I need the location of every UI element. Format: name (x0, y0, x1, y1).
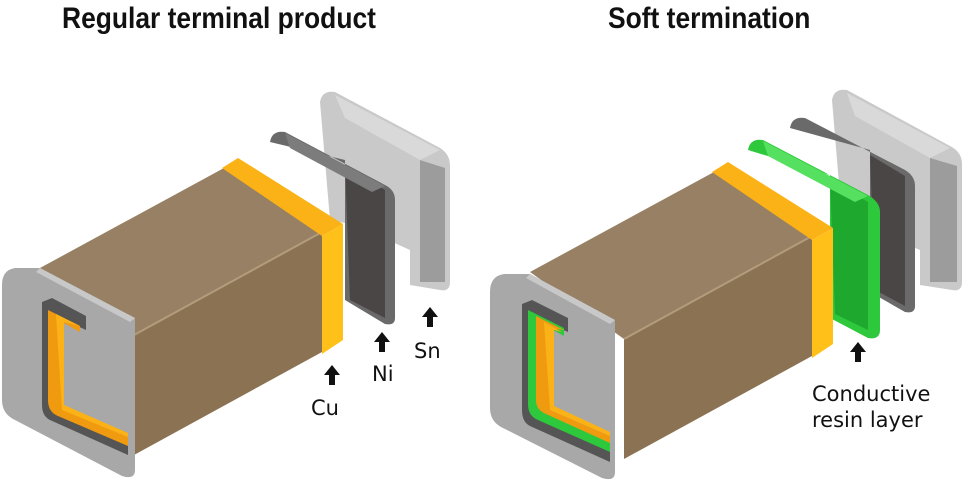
resin-arrow-icon (850, 342, 866, 362)
ceramic-body (40, 168, 323, 455)
right-end-cap (490, 274, 615, 480)
right-title: Soft termination (608, 2, 811, 35)
sn-label: Sn (414, 339, 441, 363)
soft-termination-chip (490, 89, 962, 480)
ceramic-body (530, 172, 813, 459)
ni-plate (270, 131, 395, 325)
left-title: Regular terminal product (62, 2, 376, 35)
ni-label: Ni (372, 362, 394, 386)
cu-band (712, 162, 833, 358)
resin-plate (748, 139, 880, 339)
resin-label-line1: Conductive (812, 382, 931, 406)
cu-band (222, 158, 343, 354)
regular-chip (2, 91, 450, 478)
cu-arrow-icon (324, 365, 340, 385)
resin-label-line2: resin layer (812, 408, 923, 432)
cu-label: Cu (311, 396, 339, 420)
sn-arrow-icon (422, 307, 438, 327)
ni-arrow-icon (374, 332, 390, 352)
left-end-cap (2, 268, 135, 478)
